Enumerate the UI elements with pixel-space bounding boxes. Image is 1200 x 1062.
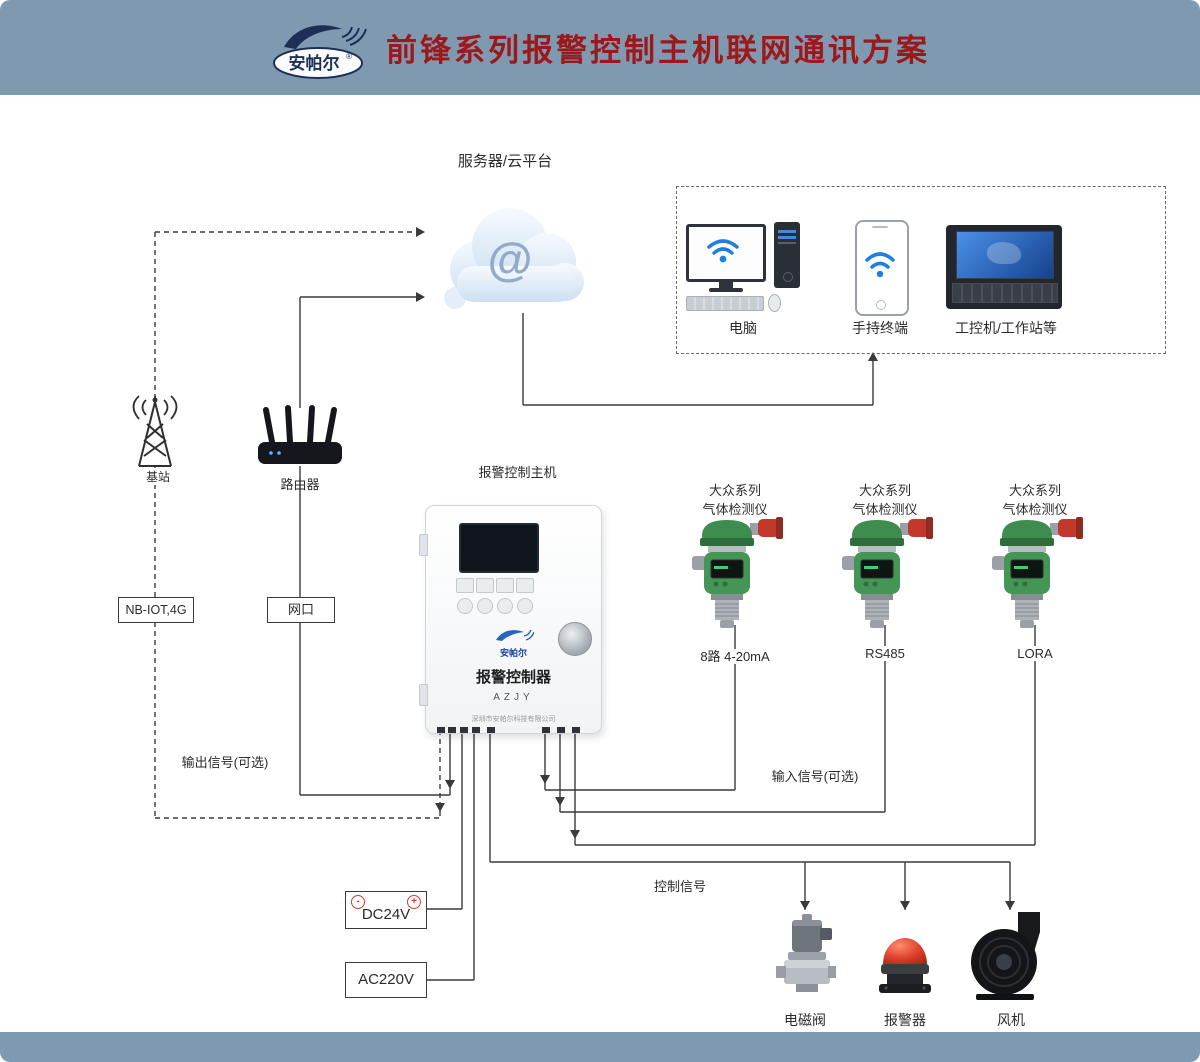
fan-icon — [968, 912, 1048, 1002]
computer-label: 电脑 — [729, 320, 757, 336]
cloud-at-symbol: @ — [487, 233, 533, 285]
controller-name: 报警控制器 — [475, 669, 551, 686]
controller-screen — [459, 523, 539, 573]
controller-brand-text: 安帕尔 — [499, 648, 527, 658]
detector-body-icon — [692, 517, 783, 628]
cloud-icon: @ — [425, 198, 590, 318]
pc-tower-icon — [774, 222, 800, 288]
gas-detector: 大众系列 气体检测仪 8路 4-20mA — [675, 480, 795, 680]
controller-button — [476, 578, 494, 593]
fan-label: 风机 — [997, 1012, 1025, 1028]
gas-detector: 大众系列 气体检测仪 LORA — [975, 480, 1095, 680]
brand-text: 安帕尔 — [289, 53, 340, 73]
controller-button — [516, 578, 534, 593]
workstation-label: 工控机/工作站等 — [955, 320, 1057, 336]
controller-brand-icon — [496, 629, 534, 641]
computer-icon — [686, 222, 800, 318]
brand-reg-mark: ® — [346, 52, 352, 61]
workstation-icon — [946, 225, 1062, 309]
detector-body-icon — [992, 517, 1083, 628]
solenoid-valve-icon — [776, 912, 836, 1004]
alarm-beacon-icon — [876, 918, 934, 1002]
output-signal-label: 输出信号(可选) — [181, 755, 269, 770]
ac220v-box: AC220V — [345, 962, 427, 998]
plus-terminal: + — [407, 895, 421, 909]
router-label: 路由器 — [280, 477, 320, 492]
controller-company: 深圳市安帕尔科技有限公司 — [471, 716, 556, 723]
detector-series-label: 大众系列 — [1008, 483, 1061, 498]
dc24v-box: - + DC24V — [345, 891, 427, 929]
controller-label: 报警控制主机 — [478, 465, 557, 480]
keyboard-icon — [952, 283, 1058, 303]
controller-button — [517, 598, 533, 614]
nbiot-box: NB-IOT,4G — [118, 597, 194, 623]
minus-terminal: - — [351, 895, 365, 909]
cloud-label: 服务器/云平台 — [457, 153, 553, 170]
detector-series-label: 大众系列 — [708, 483, 761, 498]
control-signal-label: 控制信号 — [653, 879, 706, 894]
page-title: 前锋系列报警控制主机联网通讯方案 — [386, 33, 930, 68]
alarm-label: 报警器 — [884, 1012, 926, 1028]
header-band: 安帕尔 ® 前锋系列报警控制主机联网通讯方案 — [0, 0, 1200, 95]
mouse-icon — [768, 294, 781, 312]
detector-body-icon — [842, 517, 933, 628]
lan-port-box: 网口 — [267, 597, 335, 623]
handheld-icon — [855, 220, 909, 316]
keyboard-icon — [686, 296, 764, 311]
brand-logo-icon: 安帕尔 ® — [273, 24, 367, 79]
base-station-label: 基站 — [135, 468, 181, 485]
footer-band — [0, 1032, 1200, 1062]
detector-signal-label: RS485 — [862, 646, 908, 661]
router-icon — [256, 404, 344, 466]
controller-button — [457, 598, 473, 614]
wifi-icon — [865, 252, 895, 278]
controller-button — [456, 578, 474, 593]
controller-button — [497, 598, 513, 614]
detector-signal-label: LORA — [1014, 646, 1056, 661]
base-station-icon — [126, 394, 184, 470]
handheld-label: 手持终端 — [852, 320, 908, 336]
valve-label: 电磁阀 — [784, 1012, 826, 1028]
controller-model: AZJY — [493, 692, 534, 703]
detector-series-label: 大众系列 — [858, 483, 911, 498]
controller-button — [496, 578, 514, 593]
alarm-controller: 安帕尔 报警控制器 AZJY 深圳市安帕尔科技有限公司 — [419, 505, 602, 734]
controller-button — [477, 598, 493, 614]
wifi-icon — [707, 239, 739, 263]
gas-detector: 大众系列 气体检测仪 RS485 — [825, 480, 945, 680]
input-signal-label: 输入信号(可选) — [771, 769, 859, 784]
detector-signal-label: 8路 4-20mA — [697, 649, 773, 664]
